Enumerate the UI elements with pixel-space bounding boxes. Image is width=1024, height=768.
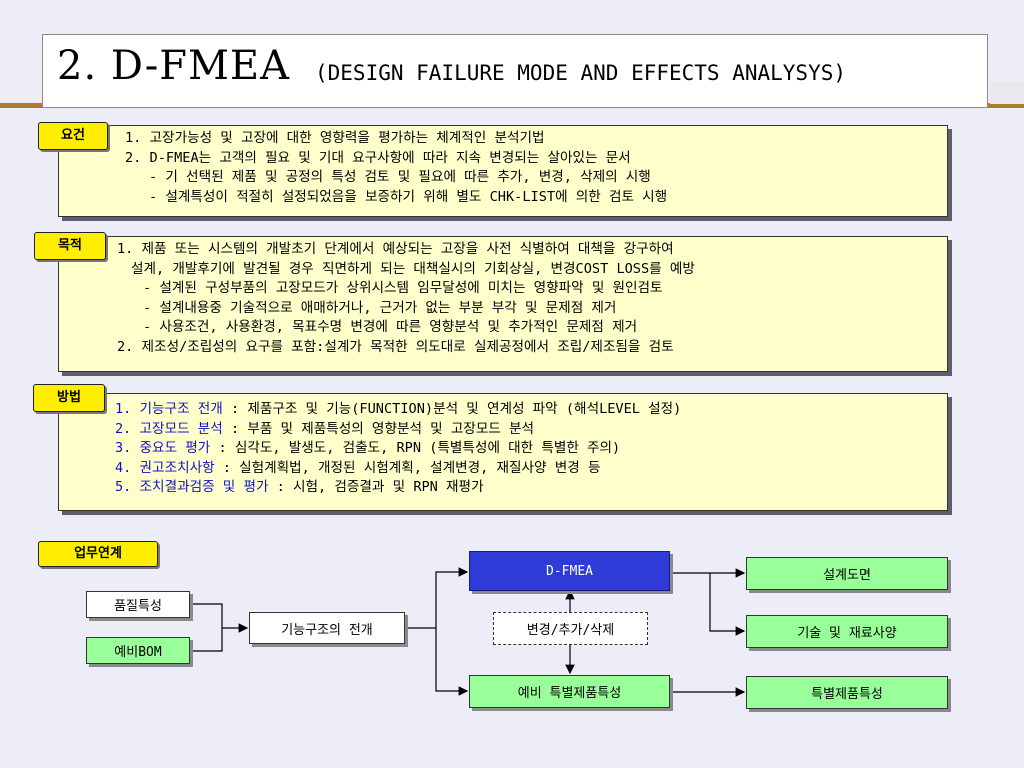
method-desc: : 제품구조 및 기능(FUNCTION)분석 및 연계성 파악 (해석LEVE…: [222, 401, 682, 417]
method-tag: 방법: [33, 384, 105, 412]
node-bom: 예비BOM: [86, 637, 190, 664]
requirement-line: 2. D-FMEA는 고객의 필요 및 기대 요구사항에 따라 지속 변경되는 …: [125, 149, 631, 166]
connector-inputs: [190, 603, 223, 652]
method-term: 2. 고장모드 분석: [115, 420, 223, 437]
title-box: 2. D-FMEA (DESIGN FAILURE MODE AND EFFEC…: [42, 34, 988, 108]
requirement-line: - 기 선택된 제품 및 공정의 특성 검토 및 필요에 따른 추가, 변경, …: [149, 169, 651, 186]
page-subtitle: (DESIGN FAILURE MODE AND EFFECTS ANALYSY…: [315, 61, 847, 85]
method-item: 5. 조치결과검증 및 평가 : 시험, 검증결과 및 RPN 재평가: [115, 478, 947, 498]
method-desc: : 실험계획법, 개정된 시험계획, 설계변경, 재질사양 변경 등: [214, 459, 601, 476]
method-desc: : 부품 및 제품특성의 영향분석 및 고장모드 분석: [222, 420, 535, 437]
requirement-line: 1. 고장가능성 및 고장에 대한 영향력을 평가하는 체계적인 분석기법: [125, 130, 545, 146]
node-special: 특별제품특성: [746, 676, 948, 709]
method-panel: 1. 기능구조 전개 : 제품구조 및 기능(FUNCTION)분석 및 연계성…: [58, 393, 948, 511]
method-item: 4. 권고조치사항 : 실험계획법, 개정된 시험계획, 설계변경, 재질사양 …: [115, 459, 947, 479]
purpose-line: 2. 제조성/조립성의 요구를 포함:설계가 목적한 의도대로 실제공정에서 조…: [117, 338, 674, 355]
purpose-line: - 설계된 구성부품의 고장모드가 상위시스템 임무달성에 미치는 영향파악 및…: [143, 280, 663, 297]
method-desc: : 시험, 검증결과 및 RPN 재평가: [268, 479, 484, 496]
arrow-to-dfmea: [435, 567, 469, 628]
node-drawing: 설계도면: [746, 557, 948, 590]
requirement-line: - 설계특성이 적절히 설정되었음을 보증하기 위해 별도 CHK-LIST에 …: [149, 188, 668, 205]
method-term: 4. 권고조치사항: [115, 459, 215, 476]
purpose-line: - 사용조건, 사용환경, 목표수명 변경에 따른 영향분석 및 추가적인 문제…: [143, 319, 638, 336]
purpose-tag: 목적: [34, 232, 106, 260]
method-term: 1. 기능구조 전개: [115, 401, 223, 417]
requirement-tag: 요건: [38, 122, 108, 150]
node-prelim-special: 예비 특별제품특성: [469, 675, 670, 708]
method-term: 3. 중요도 평가: [115, 440, 211, 457]
title-accent-gap: [990, 82, 1024, 104]
purpose-panel: 1. 제품 또는 시스템의 개발초기 단계에서 예상되는 고장을 사전 식별하여…: [58, 236, 948, 372]
node-change: 변경/추가/삭제: [493, 612, 648, 645]
method-desc: : 심각도, 발생도, 검출도, RPN (특별특성에 대한 특별한 주의): [210, 440, 621, 457]
method-item: 1. 기능구조 전개 : 제품구조 및 기능(FUNCTION)분석 및 연계성…: [115, 400, 947, 420]
method-item: 2. 고장모드 분석 : 부품 및 제품특성의 영향분석 및 고장모드 분석: [115, 420, 947, 440]
node-dfmea: D-FMEA: [469, 551, 670, 591]
method-item: 3. 중요도 평가 : 심각도, 발생도, 검출도, RPN (특별특성에 대한…: [115, 439, 947, 459]
page-title: 2. D-FMEA: [57, 43, 291, 89]
purpose-line: 설계, 개발후기에 발견될 경우 직면하게 되는 대책실시의 기회상실, 변경C…: [131, 260, 695, 277]
arrow-to-prelim: [435, 628, 469, 696]
node-function: 기능구조의 전개: [249, 612, 405, 644]
purpose-line: 1. 제품 또는 시스템의 개발초기 단계에서 예상되는 고장을 사전 식별하여…: [117, 241, 674, 257]
node-quality: 품질특성: [86, 591, 190, 618]
arrow-to-spec: [709, 573, 746, 636]
purpose-line: - 설계내용중 기술적으로 애매하거나, 근거가 없는 부분 부각 및 문제점 …: [143, 299, 617, 316]
requirement-panel: 1. 고장가능성 및 고장에 대한 영향력을 평가하는 체계적인 분석기법 2.…: [58, 125, 948, 217]
node-spec: 기술 및 재료사양: [746, 615, 948, 648]
workflow-tag: 업무연계: [38, 541, 158, 567]
method-term: 5. 조치결과검증 및 평가: [115, 479, 269, 496]
